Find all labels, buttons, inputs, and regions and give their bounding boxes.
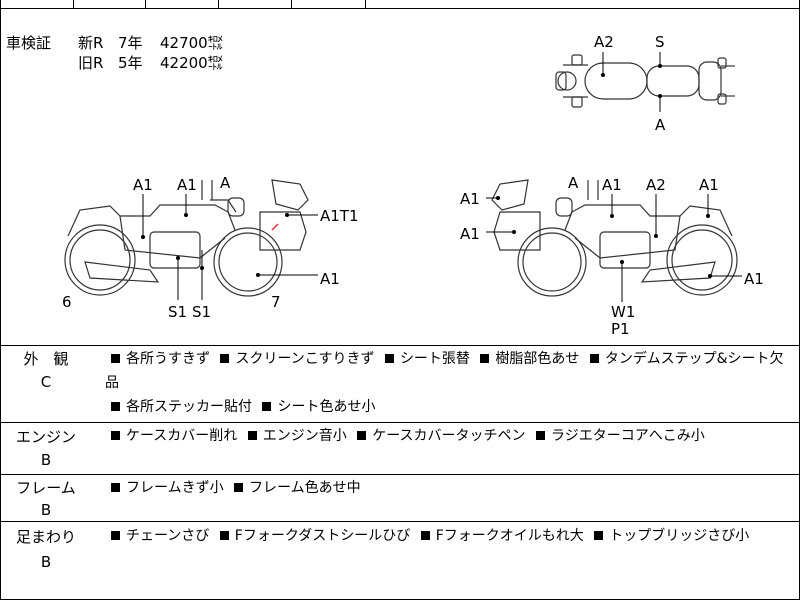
note-item: ラジエターコアへこみ小 — [550, 428, 705, 444]
right-label-p1: P1 — [611, 320, 630, 338]
inspection-line-1-years: 7年 — [118, 34, 143, 52]
bullet-square-icon — [420, 531, 430, 540]
section-divider — [0, 422, 800, 423]
inspection-line-1-prefix: 新R — [78, 34, 104, 52]
left-label-a1-front: A1 — [133, 176, 153, 194]
bullet-square-icon — [247, 431, 257, 440]
left-label-6: 6 — [62, 293, 72, 311]
note-item: Fフォークオイルもれ大 — [435, 528, 584, 544]
bullet-square-icon — [589, 354, 599, 363]
inspection-line-2-years: 5年 — [118, 54, 143, 72]
bullet-square-icon — [219, 531, 229, 540]
note-item: 各所ステッカー貼付 — [126, 399, 252, 415]
left-label-7: 7 — [271, 293, 281, 311]
bullet-square-icon — [234, 483, 244, 492]
bullet-square-icon — [384, 354, 394, 363]
top-label-a2: A2 — [594, 33, 614, 51]
note-item: 樹脂部色あせ — [495, 351, 580, 367]
note-item: エンジン音小 — [262, 428, 347, 444]
motorcycle-left-view — [64, 179, 309, 297]
section-engine-title: エンジン — [15, 428, 76, 446]
bullet-square-icon — [262, 402, 272, 411]
section-frame-notes: フレームきず小 フレーム色あせ中 — [105, 476, 795, 500]
header-cell-divider — [365, 0, 366, 8]
section-frame-title: フレーム — [16, 479, 76, 497]
note-item: フレーム色あせ中 — [249, 480, 361, 496]
right-label-a1-seat: A1 — [699, 176, 719, 194]
note-item: タンデムステップ&シート欠品 — [105, 351, 784, 391]
motorcycle-right-view — [491, 179, 738, 297]
note-item: トップブリッジさび小 — [609, 528, 750, 544]
bullet-square-icon — [111, 531, 120, 540]
inspection-line-2-km: 42200㌖ — [160, 54, 223, 72]
bullet-square-icon — [111, 402, 120, 411]
note-item: シート色あせ小 — [277, 399, 376, 415]
notes-line: ケースカバー削れ エンジン音小 ケースカバータッチペン ラジエターコアへこみ小 — [105, 424, 795, 448]
inspection-label: 車検証 — [6, 34, 52, 52]
note-item: ケースカバータッチペン — [372, 428, 526, 444]
left-label-s1-b: S1 — [192, 303, 212, 321]
section-exterior-notes: 各所うすきず スクリーンこすりきず シート張替 樹脂部色あせ タンデムステップ&… — [105, 347, 795, 419]
bullet-square-icon — [594, 531, 604, 540]
section-divider — [0, 521, 800, 522]
right-label-w1: W1 — [611, 303, 636, 321]
section-exterior-title: 外 観 — [23, 350, 69, 368]
inspection-line-1-km: 42700㌖ — [160, 34, 223, 52]
bullet-square-icon — [480, 354, 490, 363]
right-label-a1-wheel: A1 — [744, 270, 764, 288]
bullet-square-icon — [220, 354, 230, 363]
section-suspension-grade: B — [40, 553, 52, 571]
left-label-s1-a: S1 — [168, 303, 188, 321]
header-cell-divider — [145, 0, 146, 8]
right-label-a2: A2 — [646, 176, 666, 194]
inspection-line-2-prefix: 旧R — [78, 54, 104, 72]
note-item: 各所うすきず — [126, 351, 210, 367]
note-item: Fフォークダストシールひび — [234, 528, 411, 544]
bullet-square-icon — [111, 431, 120, 440]
note-item: シート張替 — [399, 351, 470, 367]
section-frame-grade: B — [40, 501, 52, 519]
header-cell-divider — [291, 0, 292, 8]
left-label-a-bar: A — [220, 174, 231, 192]
note-item: ケースカバー削れ — [126, 428, 238, 444]
bullet-square-icon — [535, 431, 545, 440]
left-label-a1t1: A1T1 — [320, 207, 359, 225]
section-divider — [0, 474, 800, 475]
header-cell-divider — [218, 0, 219, 8]
notes-line: 各所ステッカー貼付 シート色あせ小 — [105, 395, 795, 419]
bullet-square-icon — [111, 483, 120, 492]
header-cell-divider — [73, 0, 74, 8]
motorcycle-diagram — [64, 52, 742, 302]
section-divider — [0, 345, 800, 346]
section-exterior-grade: C — [40, 373, 52, 391]
bullet-square-icon — [357, 431, 367, 440]
section-engine-grade: B — [40, 451, 52, 469]
section-engine-notes: ケースカバー削れ エンジン音小 ケースカバータッチペン ラジエターコアへこみ小 — [105, 424, 795, 448]
bullet-square-icon — [111, 354, 120, 363]
top-divider — [0, 8, 800, 9]
right-label-a1-case-top: A1 — [460, 190, 480, 208]
top-label-a: A — [655, 116, 666, 134]
right-label-a1-case: A1 — [460, 225, 480, 243]
notes-line: チェーンさび Fフォークダストシールひび Fフォークオイルもれ大 トップブリッジ… — [105, 524, 795, 548]
notes-line: 各所うすきず スクリーンこすりきず シート張替 樹脂部色あせ タンデムステップ&… — [105, 347, 795, 395]
note-item: スクリーンこすりきず — [235, 351, 375, 367]
left-label-a1-wheel: A1 — [320, 270, 340, 288]
note-item: フレームきず小 — [126, 480, 224, 496]
motorcycle-top-view — [555, 54, 735, 108]
top-label-s: S — [655, 33, 665, 51]
notes-line: フレームきず小 フレーム色あせ中 — [105, 476, 795, 500]
section-suspension-notes: チェーンさび Fフォークダストシールひび Fフォークオイルもれ大 トップブリッジ… — [105, 524, 795, 548]
right-label-a-bar: A — [568, 174, 579, 192]
note-item: チェーンさび — [126, 528, 210, 544]
right-label-a1-tank: A1 — [602, 176, 622, 194]
left-label-a1-tank: A1 — [177, 176, 197, 194]
section-suspension-title: 足まわり — [15, 528, 76, 546]
